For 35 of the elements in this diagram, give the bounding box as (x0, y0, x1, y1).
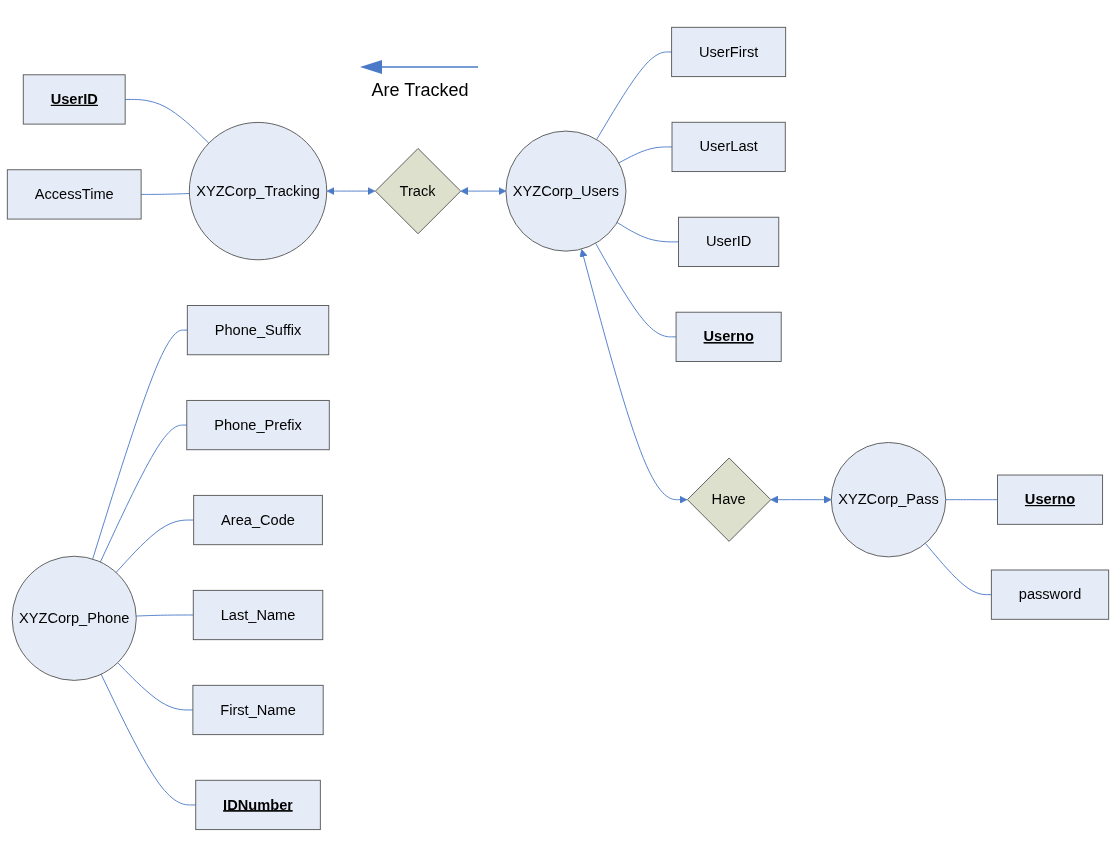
connector (100, 673, 197, 805)
connector (99, 424, 188, 562)
connector (117, 661, 194, 710)
node-box: password (990, 569, 1110, 620)
connector (140, 192, 190, 195)
node-diamond: Have (686, 457, 772, 542)
connector (124, 98, 210, 144)
node-diamond: Track (374, 147, 462, 234)
connector (595, 242, 677, 337)
node-box: First_Name (192, 684, 324, 735)
node-box: Userno (675, 311, 782, 362)
node-box: Phone_Suffix (186, 304, 330, 355)
connector (596, 51, 673, 140)
connector (924, 542, 992, 595)
node-box: UserLast (671, 121, 786, 172)
node-box: UserFirst (671, 26, 787, 77)
connector (115, 519, 195, 573)
node-box: UserID (678, 216, 780, 267)
node-box: UserID (22, 73, 126, 125)
connector (92, 329, 188, 560)
relationship-label: Are Tracked (371, 80, 469, 101)
connector (616, 221, 679, 242)
node-circle: XYZCorp_Phone (11, 555, 137, 681)
connector (135, 614, 194, 617)
node-circle: XYZCorp_Pass (830, 441, 947, 557)
node-box: Userno (997, 474, 1104, 525)
node-box: Area_Code (193, 494, 323, 545)
node-circle: XYZCorp_Users (505, 130, 627, 252)
node-box: AccessTime (6, 168, 142, 220)
node-box: IDNumber (195, 779, 321, 830)
node-box: Phone_Prefix (186, 399, 330, 450)
connector (618, 146, 673, 163)
node-circle: XYZCorp_Tracking (188, 121, 328, 260)
node-box: Last_Name (192, 589, 324, 640)
connector (945, 498, 998, 500)
